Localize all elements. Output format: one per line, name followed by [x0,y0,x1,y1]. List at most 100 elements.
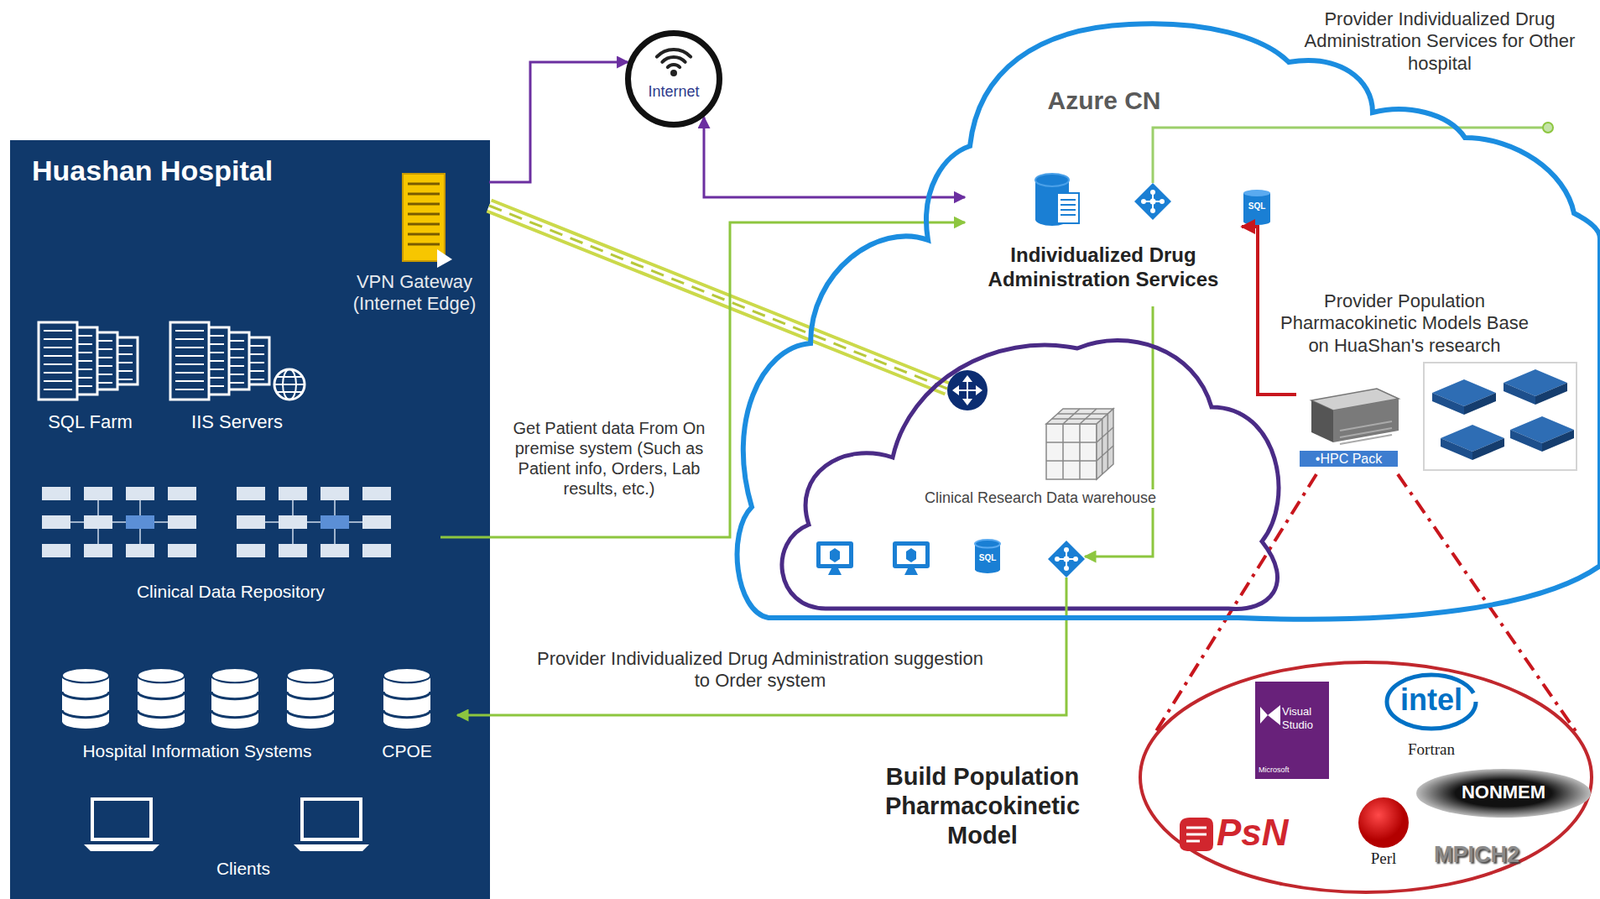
compute-cluster [1423,362,1577,470]
research-cloud-icon [1065,577,1069,613]
research-cloud-icon [1054,556,1060,562]
node-label: Perl [1352,849,1415,869]
internet-circle-icon [656,49,691,77]
research-cloud-icon [1057,412,1108,415]
hpc-server-icon [1311,388,1399,444]
web-servers-icon [175,329,204,332]
node-label: Clinical Research Data warehouse [897,489,1184,508]
node-label: •HPC Pack [1299,450,1398,467]
data-repository-icon [236,543,266,558]
service-box-icon [1035,173,1172,226]
edge-label: Provider Individualized Drug Administrat… [533,647,987,693]
database-group-icon [62,667,334,729]
research-cloud-icon [974,539,1001,548]
research-cloud-icon [1063,556,1070,563]
hospital-panel: Huashan HospitalVPN Gateway (Internet Ed… [10,140,490,899]
node-label: Clinical Data Repository [41,580,420,602]
data-repository-icon [278,486,308,501]
service-box-icon [1150,208,1156,214]
service-box-icon [1057,192,1079,224]
research-cloud-shape [775,331,1281,613]
research-cloud-icon [1046,441,1097,443]
data-repository: Clinical Data Repository [41,486,441,613]
research-cloud-icon [820,545,850,564]
web-servers-icon [175,346,204,349]
node-label: Clients [184,857,303,879]
icon-label: SQL [1243,201,1271,212]
node-label: Build Population Pharmacokinetic Model [860,761,1105,850]
client-group-icon [83,798,370,851]
data-repository-icon [362,543,391,558]
server-farm-icon [38,322,78,400]
node-label: SQL Farm [33,411,147,433]
database-group-icon [62,691,110,699]
server-farm-icon [43,338,73,340]
nonmem-logo: NONMEM [1416,768,1591,818]
research-cloud-icon [781,340,1279,610]
nonmem-logo-icon [1416,768,1591,818]
research-cloud-icon [892,541,930,569]
research-cloud-icon [816,541,854,569]
data-flow-arrow [457,612,1067,715]
vpn-gateway-icon [407,233,440,236]
vpn-gateway: VPN Gateway (Internet Edge) [339,171,490,328]
service-box-icon [1134,182,1172,220]
compute-cluster [1503,369,1568,405]
web-servers: IIS Servers [163,317,311,443]
research-cloud-icon [1046,459,1097,462]
node-label: VPN Gateway (Internet Edge) [339,271,490,316]
research-cloud-icon [781,340,1279,613]
research-cloud-icon [1046,423,1097,480]
data-repository-icon [125,486,155,501]
intel-logo: intelFortran [1384,671,1479,766]
research-cloud-icon [1047,540,1085,578]
web-servers-icon [175,354,204,357]
research-cloud-icon [1063,547,1069,553]
service-box-icon [1060,198,1076,201]
mpich-logo: MPICH2 [1417,837,1536,871]
server-farm-icon [43,388,73,391]
database-group-icon [211,709,259,718]
research-cloud-icon [906,547,917,563]
icon-label: SQL [974,552,1001,563]
data-repository-icon [83,543,113,558]
vpn-gateway-icon [402,173,453,268]
research-cloud-icon [1052,417,1103,420]
client-group-icon [92,798,152,840]
client-group: Clients [67,795,386,888]
azure-cloud-icon [737,23,1600,619]
hpc-server: •HPC Pack [1296,381,1402,475]
research-cloud-icon [1107,413,1110,470]
web-servers-icon [170,322,305,400]
client-group-icon [293,844,370,851]
perl-logo-icon [1358,797,1409,848]
research-cloud-icon [904,568,918,575]
data-repository-icon [125,515,155,529]
data-repository-icon [236,515,266,529]
hpc-server-icon [1311,400,1334,443]
web-servers-icon [175,380,204,382]
perl-logo-icon [1358,797,1409,848]
internet-circle-shape [630,36,717,122]
service-box-icon [1150,189,1156,195]
nonmem-logo-icon [1416,768,1591,818]
sql-icon [1243,192,1271,225]
database-group-icon [137,667,185,683]
server-farm-icon [43,329,73,332]
data-repository-icon [362,515,391,529]
order-database-icon [383,709,431,718]
database-group-icon [286,667,334,683]
node-label: PsN [1216,810,1335,855]
data-flow-arrow [457,612,1067,715]
model-flow-arrow [1241,226,1297,395]
web-servers-icon [175,388,204,391]
compute-cluster [1423,362,1577,470]
database-group-icon [211,691,259,699]
psn-logo: PsN [1174,807,1343,863]
edge-label: Get Patient data From On premise system … [495,417,724,499]
data-repository-icon [236,486,266,501]
data-repository-icon [278,515,308,529]
visual-studio-logo: Visual StudioMicrosoft [1255,681,1329,779]
